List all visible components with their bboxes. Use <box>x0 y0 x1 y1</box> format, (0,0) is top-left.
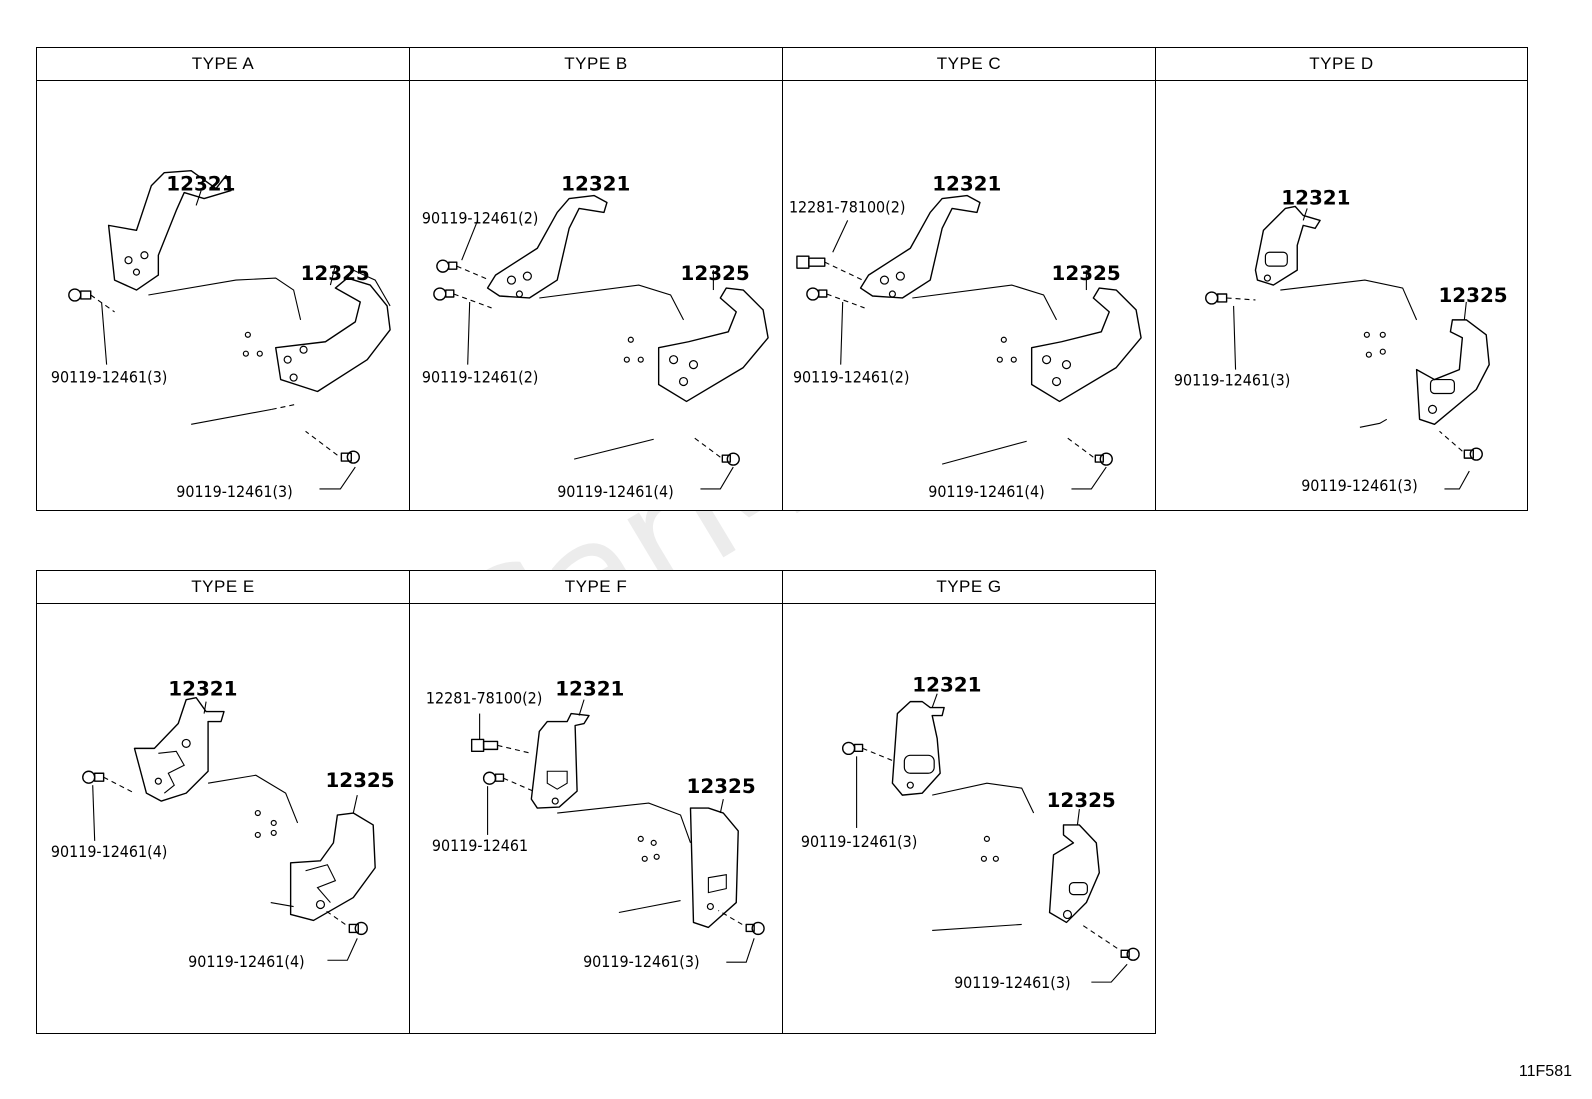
label-upper-bracket: 12321 <box>912 674 981 697</box>
upper-bracket-shape <box>859 194 981 299</box>
panel-type-b: TYPE B 12321 90119-12461(2) 12325 90119-… <box>409 47 783 511</box>
label-lower-bracket: 12325 <box>1047 789 1116 812</box>
bolt-icon <box>1094 452 1113 466</box>
bolt-icon <box>721 452 740 466</box>
label-bolt-upper: 90119-12461(2) <box>422 368 538 387</box>
upper-bracket-shape <box>486 194 608 299</box>
label-bolt-top: 12281-78100(2) <box>426 689 542 708</box>
stud-bolt-icon <box>796 255 826 269</box>
diagram-code: 11F581 <box>1518 1063 1572 1080</box>
label-upper-bracket: 12321 <box>561 173 630 196</box>
label-bolt-upper: 90119-12461(2) <box>793 368 909 387</box>
label-upper-bracket: 12321 <box>166 173 235 196</box>
label-bolt-upper: 90119-12461(3) <box>51 368 167 387</box>
lower-bracket-shape <box>1415 319 1490 426</box>
bolt-icon <box>1205 291 1228 305</box>
type-g-drawing: 12321 12325 90119-12461(3) 90119-12461(3… <box>801 674 1140 992</box>
label-upper-bracket: 12321 <box>932 173 1001 196</box>
label-bolt-upper: 90119-12461 <box>432 836 528 855</box>
label-lower-bracket: 12325 <box>1052 262 1121 285</box>
lower-bracket-shape <box>657 287 769 403</box>
label-bolt-lower: 90119-12461(4) <box>928 482 1044 501</box>
lower-bracket-shape <box>289 812 376 922</box>
upper-bracket-shape <box>530 712 590 809</box>
label-upper-bracket: 12321 <box>168 678 237 701</box>
lower-bracket-shape <box>1030 287 1142 403</box>
label-bolt-upper: 90119-12461(3) <box>801 832 917 851</box>
lower-bracket-shape <box>689 807 739 929</box>
upper-bracket-shape <box>1254 205 1321 286</box>
bolt-icon <box>482 771 505 785</box>
label-bolt-top: 90119-12461(2) <box>422 208 538 227</box>
lower-bracket-shape <box>275 277 391 393</box>
panel-body: 12321 12325 90119-12461(4) 90119-12461(4… <box>37 604 409 1033</box>
label-lower-bracket: 12325 <box>325 769 394 792</box>
bolt-icon <box>806 287 828 301</box>
bolt-icon <box>340 450 360 464</box>
panel-title: TYPE B <box>410 48 782 81</box>
label-bolt-upper: 90119-12461(3) <box>1174 371 1290 390</box>
panel-body: 12321 12325 90119-12461(3) 90119-12461(3… <box>783 604 1155 1033</box>
upper-bracket-shape <box>107 169 232 291</box>
panel-type-f: TYPE F 12321 12281-78100(2) 12325 <box>409 570 783 1034</box>
panel-title: TYPE A <box>37 48 409 81</box>
bolt-icon <box>348 921 368 936</box>
panel-title: TYPE C <box>783 48 1155 81</box>
panel-type-e: TYPE E 12321 12325 90119-12461(4) 90119-… <box>36 570 410 1034</box>
bolt-icon <box>433 287 455 301</box>
bolt-icon <box>68 288 92 302</box>
panel-body: 12321 12325 90119-12461(3) 90119-12461(3… <box>1156 81 1527 510</box>
stud-bolt-icon <box>470 738 499 753</box>
bolt-icon <box>1463 447 1483 461</box>
type-c-drawing: 12321 12281-78100(2) 12325 90119-12461(2… <box>789 173 1142 501</box>
type-a-drawing: 12321 12325 90119-12461(3) 90119-12461(3… <box>51 169 391 501</box>
panel-type-c: TYPE C 12321 12281-78100(2) 12325 90119-… <box>782 47 1156 511</box>
label-bolt-lower: 90119-12461(4) <box>557 482 673 501</box>
bolt-icon <box>1120 947 1140 961</box>
label-upper-bracket: 12321 <box>555 678 624 701</box>
panel-body: 12321 12281-78100(2) 12325 90119-12461(2… <box>783 81 1155 510</box>
panel-type-a: TYPE A 12321 12325 <box>36 47 410 511</box>
lower-bracket-shape <box>1048 824 1100 924</box>
label-bolt-lower: 90119-12461(3) <box>583 952 699 971</box>
label-bolt-lower: 90119-12461(3) <box>176 482 292 501</box>
label-bolt-lower: 90119-12461(4) <box>188 952 304 971</box>
label-bolt-lower: 90119-12461(3) <box>1301 476 1417 495</box>
type-e-drawing: 12321 12325 90119-12461(4) 90119-12461(4… <box>51 678 395 972</box>
panel-body: 12321 12281-78100(2) 12325 90119-12461 9… <box>410 604 782 1033</box>
panel-title: TYPE G <box>783 571 1155 604</box>
bolt-icon <box>745 921 765 936</box>
label-bolt-top: 12281-78100(2) <box>789 197 905 216</box>
panel-body: 12321 90119-12461(2) 12325 90119-12461(2… <box>410 81 782 510</box>
panel-type-g: TYPE G 12321 12325 90119-12461(3) 90119-… <box>782 570 1156 1034</box>
panel-title: TYPE E <box>37 571 409 604</box>
label-lower-bracket: 12325 <box>687 775 756 798</box>
panel-body: 12321 12325 90119-12461(3) 90119-12461(3… <box>37 81 409 510</box>
bolt-icon <box>436 259 458 273</box>
label-bolt-lower: 90119-12461(3) <box>954 973 1070 992</box>
type-f-drawing: 12321 12281-78100(2) 12325 90119-12461 9… <box>426 678 765 971</box>
panel-title: TYPE D <box>1156 48 1527 81</box>
panel-type-d: TYPE D 12321 12325 90119-12461(3) 90119-… <box>1155 47 1528 511</box>
label-bolt-upper: 90119-12461(4) <box>51 842 167 861</box>
label-upper-bracket: 12321 <box>1281 186 1350 209</box>
upper-bracket-shape <box>891 700 945 796</box>
label-lower-bracket: 12325 <box>681 262 750 285</box>
upper-bracket-shape <box>133 696 225 802</box>
label-lower-bracket: 12325 <box>301 262 370 285</box>
type-b-drawing: 12321 90119-12461(2) 12325 90119-12461(2… <box>422 173 769 501</box>
label-lower-bracket: 12325 <box>1438 284 1507 307</box>
bolt-icon <box>82 770 105 784</box>
bolt-icon <box>841 741 864 756</box>
type-d-drawing: 12321 12325 90119-12461(3) 90119-12461(3… <box>1174 186 1508 495</box>
panel-title: TYPE F <box>410 571 782 604</box>
